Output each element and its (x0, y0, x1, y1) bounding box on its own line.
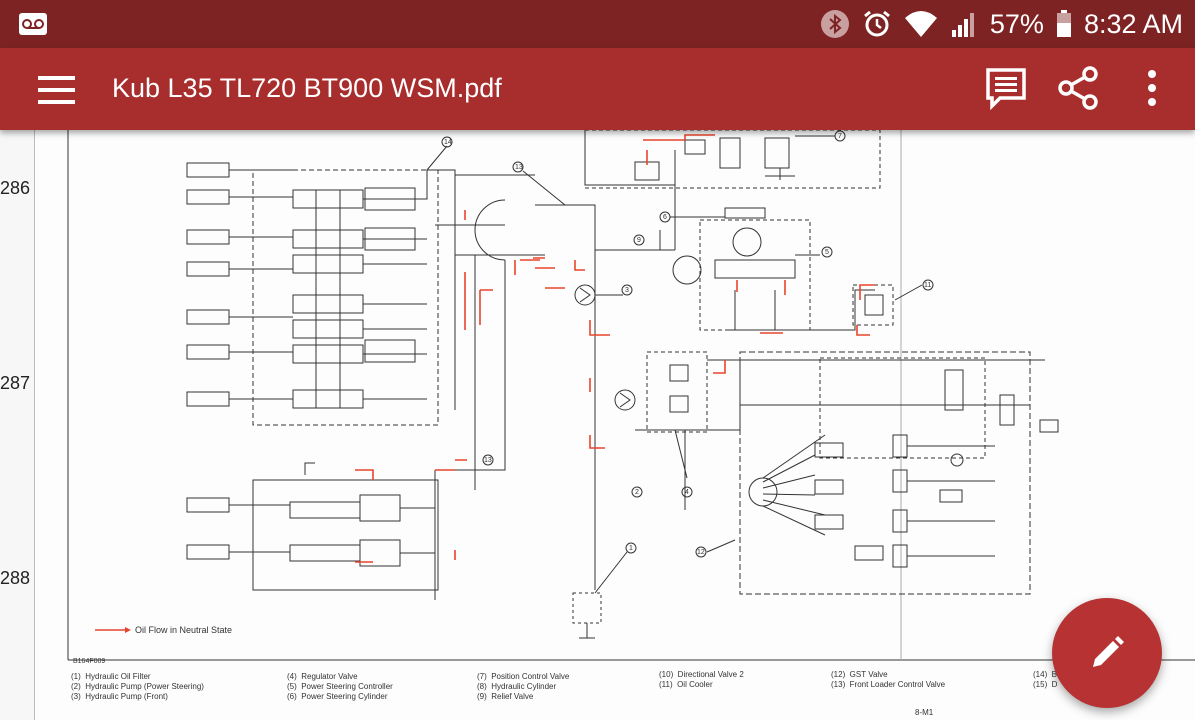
legend-item: (2) Hydraulic Pump (Power Steering) (71, 682, 204, 691)
callout-number: 12 (697, 549, 705, 556)
legend-item: (5) Power Steering Controller (287, 682, 393, 691)
legend-item: (10) Directional Valve 2 (659, 670, 744, 679)
document-title: Kub L35 TL720 BT900 WSM.pdf (112, 73, 502, 103)
legend-item: (8) Hydraulic Cylinder (477, 682, 557, 691)
legend-column: (10) Directional Valve 2(11) Oil Cooler (659, 670, 744, 690)
callout-number: 13 (515, 164, 523, 171)
oil-flow-legend-arrow (125, 627, 131, 633)
legend-item: (7) Position Control Valve (477, 672, 570, 681)
callout-number: 2 (635, 489, 639, 496)
legend-item: (1) Hydraulic Oil Filter (71, 672, 151, 681)
status-bar: 57% 8:32 AM (0, 0, 1195, 48)
legend-item: (4) Regulator Valve (287, 672, 358, 681)
callout-number: 11 (924, 282, 931, 289)
page-reference: 8-M1 (915, 708, 934, 717)
legend-column: (12) GST Valve(13) Front Loader Control … (831, 670, 945, 690)
menu-icon[interactable] (26, 70, 86, 110)
app-bar: Kub L35 TL720 BT900 WSM.pdf (0, 48, 1195, 130)
bluetooth-icon (820, 10, 849, 38)
battery-percent: 57% (989, 8, 1044, 39)
legend-item: (6) Power Steering Cylinder (287, 692, 388, 701)
callout-number: 9 (637, 237, 641, 244)
callout-number: 4 (685, 489, 689, 496)
hydraulic-schematic: 14 13 3 2 4 1 6 5 7 9 11 (67, 130, 1195, 717)
callout-number: 5 (825, 249, 829, 256)
legend-item: (13) Front Loader Control Valve (831, 680, 946, 689)
legend-item: (11) Oil Cooler (659, 680, 713, 689)
signal-icon (951, 13, 974, 37)
comments-icon[interactable] (982, 64, 1030, 112)
share-icon[interactable] (1054, 64, 1102, 112)
legend-column: (1) Hydraulic Oil Filter(2) Hydraulic Pu… (71, 672, 204, 702)
legend-item: (15) D (1033, 680, 1058, 689)
callout-number: 6 (663, 214, 667, 221)
oil-flow-legend-label: Oil Flow in Neutral State (135, 625, 232, 635)
alarm-icon (863, 10, 890, 37)
legend-column: (7) Position Control Valve(8) Hydraulic … (477, 672, 569, 702)
legend-item: (9) Relief Valve (477, 692, 534, 701)
pdf-page: 14 13 3 2 4 1 6 5 7 9 11 (34, 130, 1195, 720)
page-number-label: 287 (0, 373, 31, 393)
legend-item: (12) GST Valve (831, 670, 888, 679)
edit-button[interactable] (1052, 598, 1162, 708)
legend-item: (14) B (1033, 670, 1058, 679)
oil-flow-lines (355, 134, 875, 563)
control-valve-stack (292, 187, 416, 409)
pdf-viewer[interactable]: 286 287 288 (0, 130, 1195, 720)
battery-icon (1056, 10, 1071, 37)
clock-time: 8:32 AM (1083, 8, 1183, 39)
callout-number: 13 (484, 457, 492, 464)
pencil-icon (1093, 636, 1124, 667)
page-number-label: 286 (0, 178, 31, 198)
voicemail-icon (19, 13, 47, 35)
legend-item: (3) Hydraulic Pump (Front) (71, 692, 168, 701)
legend-column: (14) B(15) D (1033, 670, 1057, 690)
wifi-icon (904, 11, 937, 37)
figure-code: B164F009 (73, 658, 105, 665)
page-number-label: 288 (0, 568, 31, 588)
legend-column: (4) Regulator Valve(5) Power Steering Co… (287, 672, 393, 702)
callout-number: 1 (629, 545, 633, 552)
callout-number: 14 (444, 139, 452, 146)
overflow-menu-icon[interactable] (1128, 64, 1176, 112)
callout-number: 3 (625, 287, 629, 294)
callout-number: 7 (838, 133, 842, 140)
